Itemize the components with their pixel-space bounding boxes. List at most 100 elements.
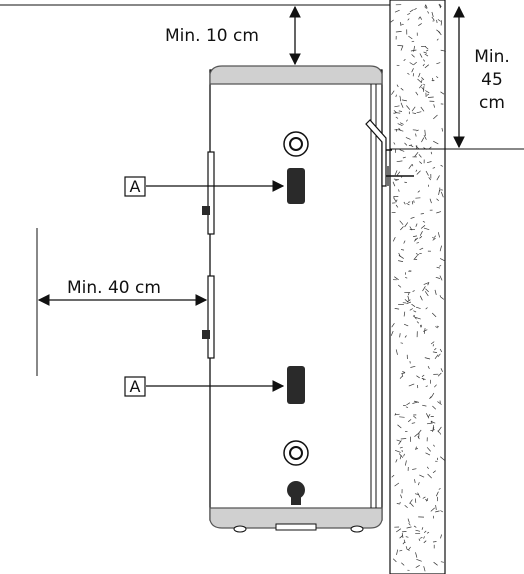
- wall-speckle-mark: [427, 473, 432, 479]
- wall-speckle-mark: [440, 368, 443, 372]
- wall-speckle-mark: [425, 4, 428, 9]
- wall-speckle-mark: [419, 536, 423, 539]
- wall-speckle-mark: [395, 179, 400, 181]
- wall-speckle-mark: [436, 19, 438, 24]
- wall-speckle-mark: [431, 11, 434, 17]
- wall-speckle-mark: [406, 202, 410, 206]
- marker-a-upper-label: A: [130, 177, 141, 196]
- wall-speckle-mark: [425, 307, 428, 310]
- wall-speckle-mark: [396, 84, 399, 88]
- wall-speckle-mark: [394, 449, 401, 453]
- wall-speckle-mark: [418, 16, 420, 20]
- wall-speckle-mark: [423, 227, 430, 231]
- wall-speckle-mark: [395, 413, 400, 416]
- wall-speckle-mark: [426, 447, 431, 452]
- wall-speckle-mark: [396, 439, 402, 442]
- wall-speckle-mark: [390, 19, 394, 23]
- wall-speckle-mark: [395, 349, 398, 355]
- wall-speckle-mark: [405, 460, 407, 466]
- side-bracket-upper: [202, 151, 215, 235]
- wall-speckle-mark: [422, 286, 426, 292]
- wall-speckle-mark: [395, 31, 402, 33]
- wall-speckle-mark: [403, 453, 405, 457]
- wall-speckle-mark: [408, 546, 411, 550]
- wall-speckle-mark: [439, 295, 442, 298]
- wall-speckle-mark: [416, 375, 420, 379]
- wall-texture: [390, 3, 446, 572]
- wall-speckle-mark: [430, 151, 433, 155]
- wall-speckle-mark: [423, 566, 426, 572]
- wall-speckle-mark: [402, 541, 406, 545]
- wall-speckle-mark: [408, 144, 413, 146]
- wall-speckle-mark: [419, 53, 423, 58]
- wall-speckle-mark: [406, 402, 411, 406]
- wall-speckle-mark: [418, 482, 420, 486]
- wall-speckle-mark: [413, 400, 419, 403]
- wall-speckle-mark: [421, 86, 425, 91]
- wall-speckle-mark: [396, 160, 403, 163]
- wall-speckle-mark: [439, 258, 446, 262]
- wall-speckle-mark: [432, 470, 436, 474]
- marker-a-lower-box: [124, 376, 146, 397]
- wall-speckle-mark: [435, 326, 439, 329]
- wall-speckle-mark: [415, 316, 421, 320]
- wall-speckle-mark: [413, 200, 415, 203]
- wall-speckle-mark: [437, 430, 440, 433]
- wall-speckle-mark: [408, 164, 413, 170]
- wall-speckle-mark: [406, 301, 412, 305]
- wall-speckle-mark: [395, 528, 402, 533]
- wall-speckle-mark: [395, 116, 399, 119]
- wall-speckle-mark: [423, 540, 427, 544]
- wall-speckle-mark: [422, 496, 426, 499]
- wall-speckle-mark: [417, 436, 420, 440]
- wall-speckle-mark: [401, 373, 404, 377]
- wall-speckle-mark: [433, 104, 435, 108]
- wall-speckle-mark: [419, 16, 422, 20]
- wall-speckle-mark: [426, 466, 429, 470]
- wall-speckle-mark: [403, 323, 409, 327]
- wall-speckle-mark: [422, 377, 425, 381]
- wall-speckle-mark: [414, 433, 418, 437]
- wall-speckle-mark: [420, 324, 423, 327]
- wall-speckle-mark: [398, 189, 400, 192]
- wall-speckle-mark: [440, 20, 443, 26]
- wall-speckle-mark: [435, 510, 440, 513]
- wall-clearance-label-line2: 45: [481, 70, 503, 90]
- wall-speckle-mark: [420, 225, 426, 229]
- wall-speckle-mark: [392, 237, 396, 242]
- wall-speckle-mark: [403, 59, 406, 61]
- wall-speckle-mark: [414, 479, 416, 484]
- wall-speckle-mark: [435, 491, 439, 497]
- wall-speckle-mark: [440, 296, 445, 300]
- wall-speckle-mark: [400, 102, 404, 108]
- wall-speckle-mark: [410, 49, 417, 52]
- wall-speckle-mark: [437, 353, 441, 358]
- wall-speckle-mark: [399, 129, 404, 132]
- wall-speckle-mark: [436, 62, 441, 65]
- wall-speckle-mark: [399, 455, 402, 460]
- wall-speckle-mark: [430, 429, 435, 432]
- wall-speckle-mark: [432, 344, 435, 347]
- wall-speckle-mark: [409, 308, 413, 311]
- wall-speckle-mark: [434, 384, 437, 388]
- wall-speckle-mark: [404, 181, 407, 183]
- wall-speckle-mark: [408, 35, 413, 40]
- wall-speckle-mark: [396, 549, 399, 555]
- wall-speckle-mark: [422, 404, 427, 407]
- wall-speckle-mark: [399, 376, 403, 379]
- wall-speckle-mark: [410, 365, 416, 368]
- wall-speckle-mark: [412, 112, 417, 114]
- wall-speckle-mark: [432, 77, 434, 82]
- wall-speckle-mark: [392, 558, 397, 563]
- wall-speckle-mark: [411, 303, 416, 307]
- wall-speckle-mark: [398, 110, 403, 112]
- wall-speckle-mark: [424, 64, 430, 69]
- wall-speckle-mark: [391, 474, 395, 478]
- wall-speckle-mark: [403, 539, 406, 544]
- wall-speckle-mark: [400, 494, 403, 499]
- wall-speckle-mark: [417, 429, 422, 435]
- wall-speckle-mark: [423, 282, 430, 285]
- wall-speckle-mark: [408, 522, 411, 526]
